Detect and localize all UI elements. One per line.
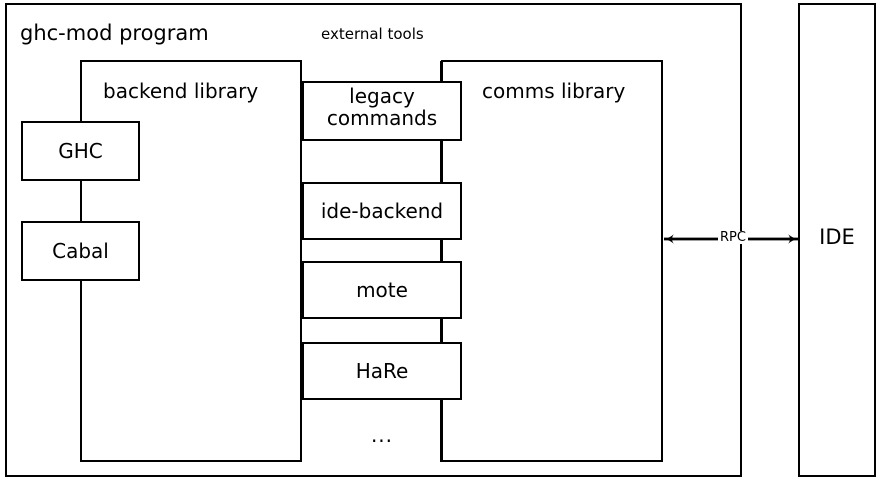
label-external-tools: external tools	[321, 25, 424, 43]
label-mote: mote	[356, 278, 408, 302]
label-hare: HaRe	[355, 359, 409, 383]
container-ide	[798, 3, 876, 477]
box-cabal	[21, 221, 140, 281]
box-hare	[302, 342, 462, 400]
label-ghc: GHC	[58, 139, 103, 163]
label-ghc-mod-program: ghc-mod program	[20, 21, 209, 45]
label-comms-library: comms library	[482, 79, 626, 103]
box-mote	[302, 261, 462, 319]
label-backend-library: backend library	[103, 79, 259, 103]
label-ide: IDE	[819, 225, 855, 249]
label-cabal: Cabal	[52, 239, 109, 263]
container-comms-library	[441, 60, 663, 462]
label-legacy-commands: legacy commands	[326, 84, 438, 131]
box-legacy-commands	[302, 81, 462, 141]
label-more-tools: ...	[370, 423, 394, 447]
box-ghc	[21, 121, 140, 181]
box-ide-backend	[302, 182, 462, 240]
label-ide-backend: ide-backend	[320, 199, 444, 223]
label-rpc: RPC	[718, 230, 748, 245]
